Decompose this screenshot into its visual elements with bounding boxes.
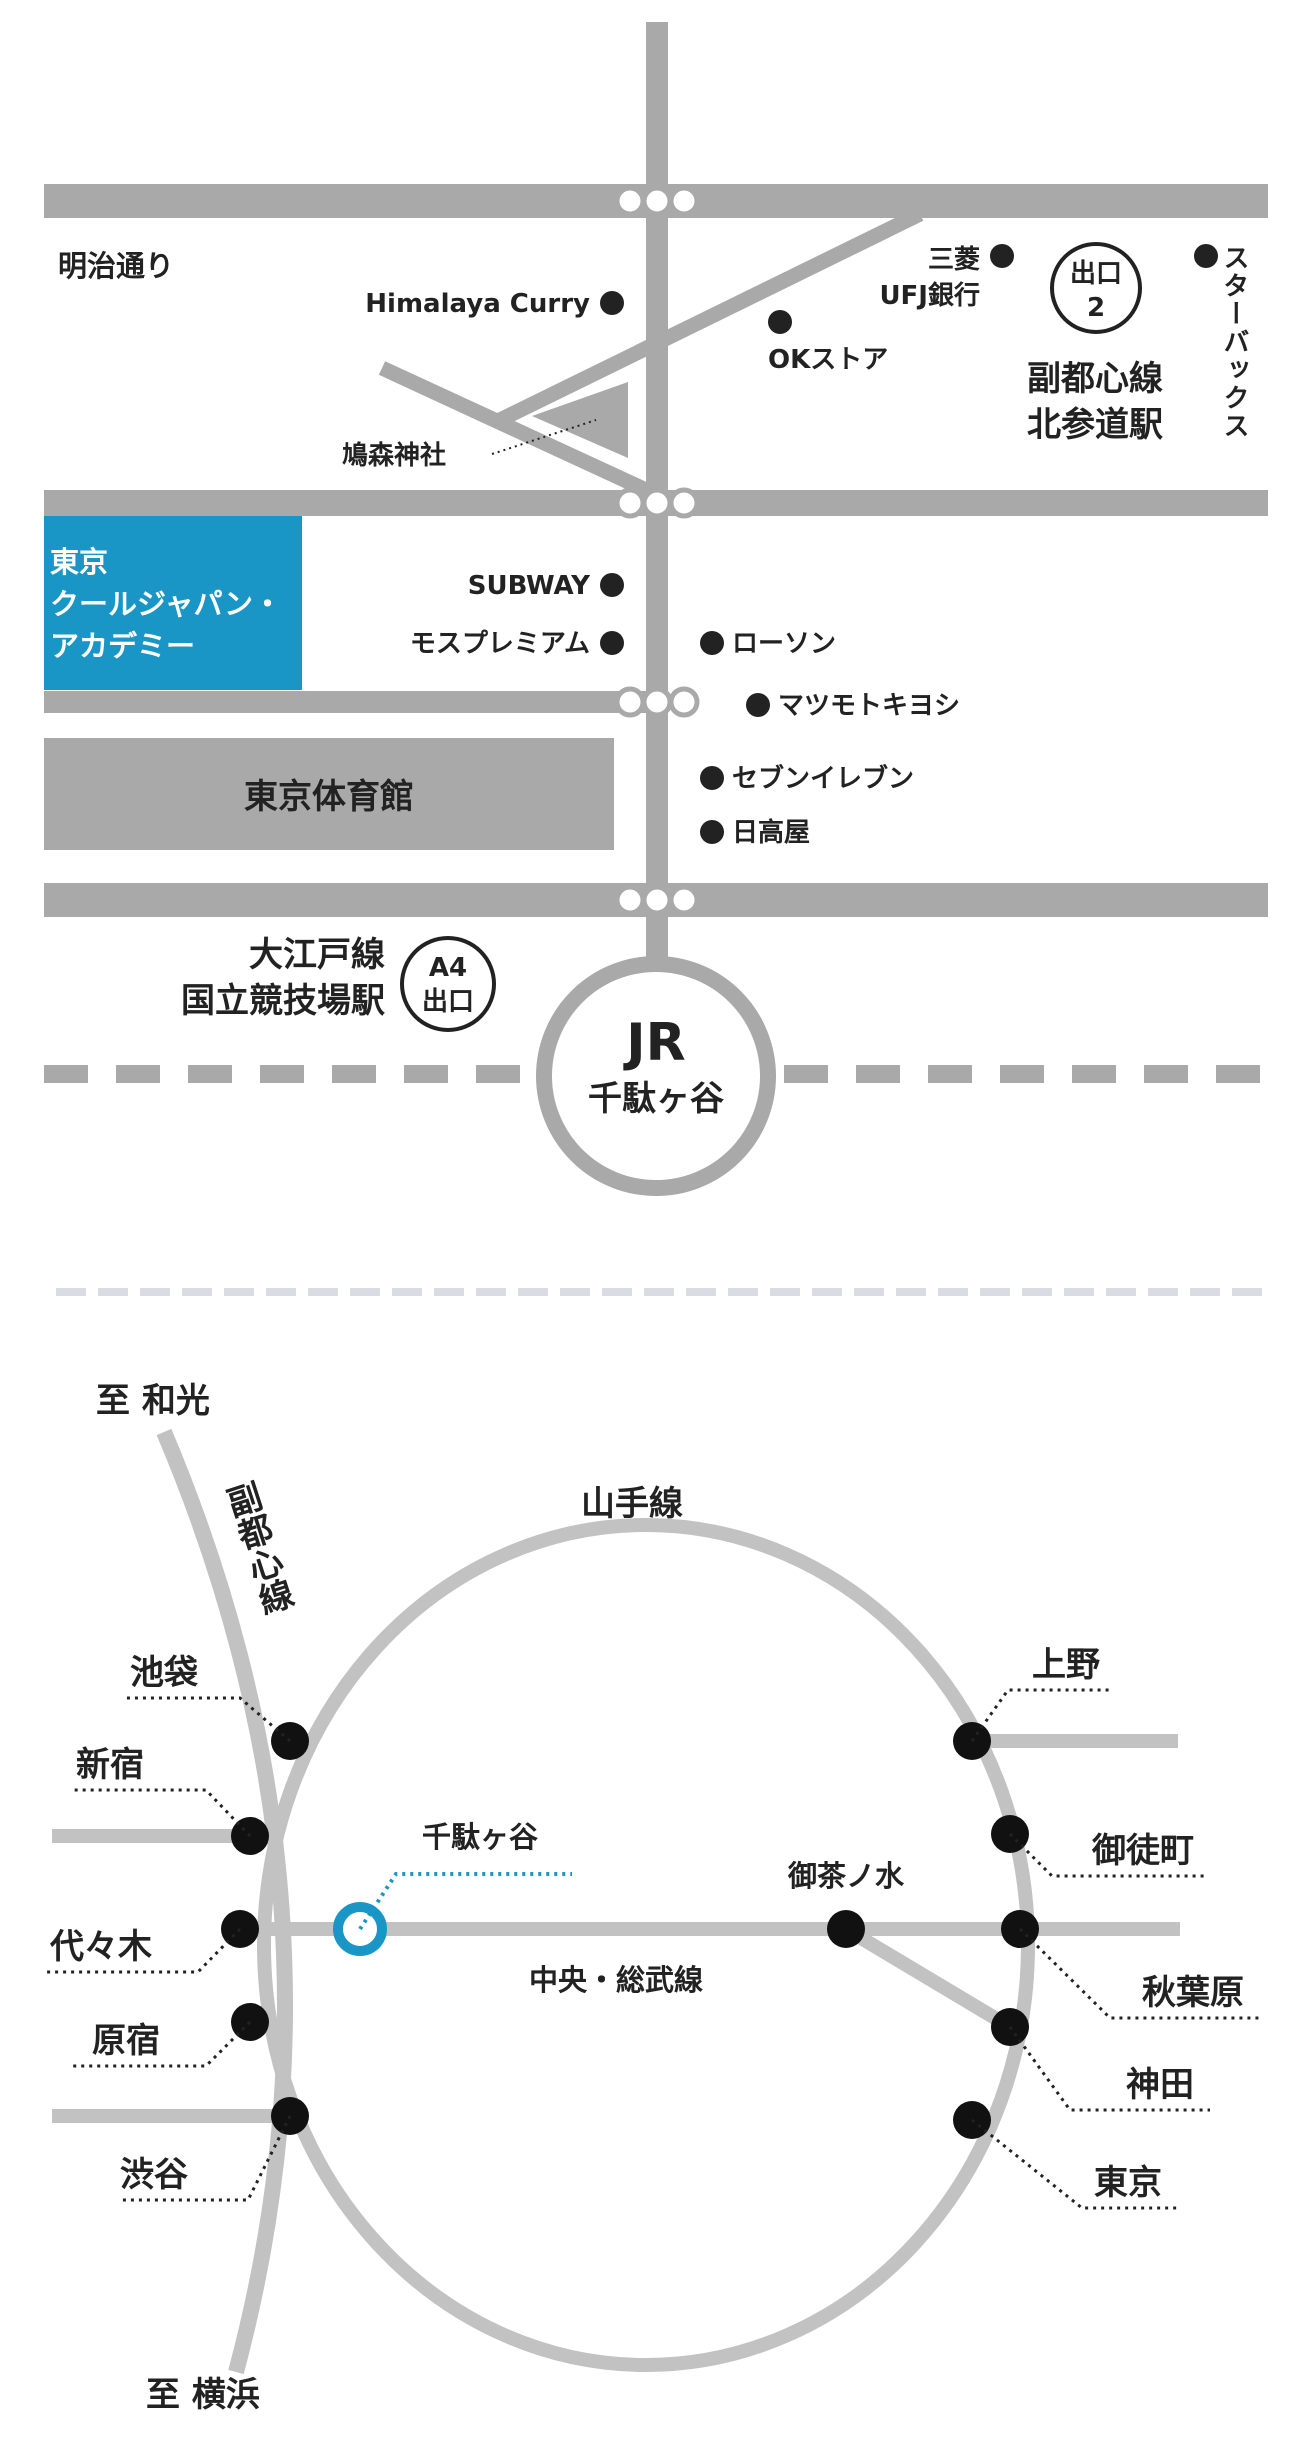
route-lines xyxy=(52,1428,1180,2375)
hidakaya-label: 日高屋 xyxy=(732,817,810,848)
mos-label: モスプレミアム xyxy=(410,629,590,659)
station-label-shibuya: 渋谷 xyxy=(120,2155,188,2195)
station-label-akihabara: 秋葉原 xyxy=(1142,1973,1244,2013)
to-yokohama-label: 至 横浜 xyxy=(146,2375,260,2415)
station-dot-ochanomizu xyxy=(827,1910,865,1948)
crosswalks xyxy=(614,185,700,916)
to-wako-label: 至 和光 xyxy=(96,1381,210,1421)
shop-markers: Himalaya Curry 三菱 UFJ銀行 OKストア SUBWAY モスプ… xyxy=(365,244,1218,848)
leader-ikebukuro xyxy=(124,1696,291,1743)
school-name-line-2: クールジャパン・ xyxy=(50,587,282,621)
fukutoshin-line xyxy=(156,1428,293,2375)
exit-a4-label-line-2: 出口 xyxy=(422,987,474,1017)
crosswalk-dot xyxy=(614,487,646,519)
matsumoto-label: マツモトキヨシ xyxy=(778,691,960,721)
crosswalk-dot xyxy=(614,185,646,217)
station-label-shinjuku: 新宿 xyxy=(76,1745,144,1785)
ok-store-dot xyxy=(768,310,792,334)
crosswalk-dot xyxy=(641,487,673,519)
leader-kanda xyxy=(1008,2026,1210,2112)
exit-2-label-line-1: 出口 xyxy=(1070,259,1122,289)
diagonal-road-northeast xyxy=(496,207,924,427)
street-3 xyxy=(44,691,650,713)
lawson-label: ローソン xyxy=(732,629,836,659)
shrine-label: 鳩森神社 xyxy=(342,440,446,471)
mos-dot xyxy=(600,631,624,655)
subway-label: SUBWAY xyxy=(468,571,591,601)
shrine-triangle xyxy=(532,382,628,458)
oedo-station-line-1: 大江戸線 xyxy=(249,935,385,975)
matsumoto-dot xyxy=(746,693,770,717)
mufg-label-line-2: UFJ銀行 xyxy=(879,280,980,311)
station-leaders xyxy=(44,1688,1262,2210)
exit-2-label-line-2: 2 xyxy=(1087,293,1105,323)
station-label-yoyogi: 代々木 xyxy=(49,1927,152,1967)
ochanomizu-label: 御茶ノ水 xyxy=(787,1859,905,1893)
seven-eleven-label: セブンイレブン xyxy=(732,763,914,794)
station-label-ueno: 上野 xyxy=(1032,1645,1100,1685)
station-label-kanda: 神田 xyxy=(1126,2065,1194,2105)
school-name-line-1: 東京 xyxy=(50,545,108,579)
lawson-dot xyxy=(700,631,724,655)
tokyo-gym-block xyxy=(44,738,614,850)
exit-a4-circle xyxy=(400,936,496,1032)
school-block xyxy=(44,516,302,690)
sendagaya-leader xyxy=(358,1872,572,1931)
meiji-dori-label: 明治通り xyxy=(58,249,174,283)
crosswalk-dot xyxy=(641,884,673,916)
ok-store-label: OKストア xyxy=(768,345,888,375)
jr-sendagaya-station xyxy=(536,956,776,1196)
yamanote-label: 山手線 xyxy=(581,1484,683,1524)
crosswalk-dot xyxy=(668,686,700,718)
leader-shinjuku xyxy=(72,1788,252,1838)
chuo-sobu-label: 中央・総武線 xyxy=(529,1963,703,1997)
crosswalk-dot xyxy=(668,884,700,916)
diagonal-road-southeast xyxy=(378,361,650,497)
leader-akihabara xyxy=(1018,1927,1262,2020)
jr-station-name: 千駄ヶ谷 xyxy=(588,1079,724,1119)
exit-a4-label-line-1: A4 xyxy=(429,953,467,983)
tokyo-gym-label: 東京体育館 xyxy=(244,777,414,817)
shrine-leader xyxy=(491,419,597,455)
mufg-dot xyxy=(990,244,1014,268)
hidakaya-dot xyxy=(700,820,724,844)
seven-eleven-dot xyxy=(700,766,724,790)
exit-2-circle xyxy=(1050,242,1142,334)
sendagaya-label: 千駄ヶ谷 xyxy=(422,1820,539,1854)
crosswalk-dot xyxy=(614,686,646,718)
leader-okachimachi xyxy=(1008,1832,1206,1878)
crosswalk-dot xyxy=(614,884,646,916)
fukutoshin-station-line-2: 北参道駅 xyxy=(1027,405,1163,445)
crosswalk-dot xyxy=(668,185,700,217)
himalaya-curry-dot xyxy=(600,291,624,315)
starbucks-dot xyxy=(1194,244,1218,268)
mufg-label-line-1: 三菱 xyxy=(928,245,980,275)
leader-ueno xyxy=(970,1688,1110,1742)
oedo-station-line-2: 国立競技場駅 xyxy=(181,981,385,1021)
chuo-sobu-branch xyxy=(842,1922,1014,2034)
crosswalk-dot xyxy=(641,185,673,217)
station-label-harajuku: 原宿 xyxy=(92,2021,160,2061)
crosswalk-dot xyxy=(641,686,673,718)
station-label-okachimachi: 御徒町 xyxy=(1091,1831,1194,1871)
starbucks-label: スターバックス xyxy=(1219,244,1249,440)
station-label-tokyo: 東京 xyxy=(1094,2163,1162,2203)
leader-yoyogi xyxy=(44,1927,242,1974)
station-label-ikebukuro: 池袋 xyxy=(130,1653,198,1693)
subway-dot xyxy=(600,573,624,597)
crosswalk-dot xyxy=(668,487,700,519)
school-name-line-3: アカデミー xyxy=(50,629,195,663)
himalaya-curry-label: Himalaya Curry xyxy=(365,289,590,319)
jr-label: JR xyxy=(623,1013,685,1073)
fukutoshin-station-line-1: 副都心線 xyxy=(1027,359,1163,399)
